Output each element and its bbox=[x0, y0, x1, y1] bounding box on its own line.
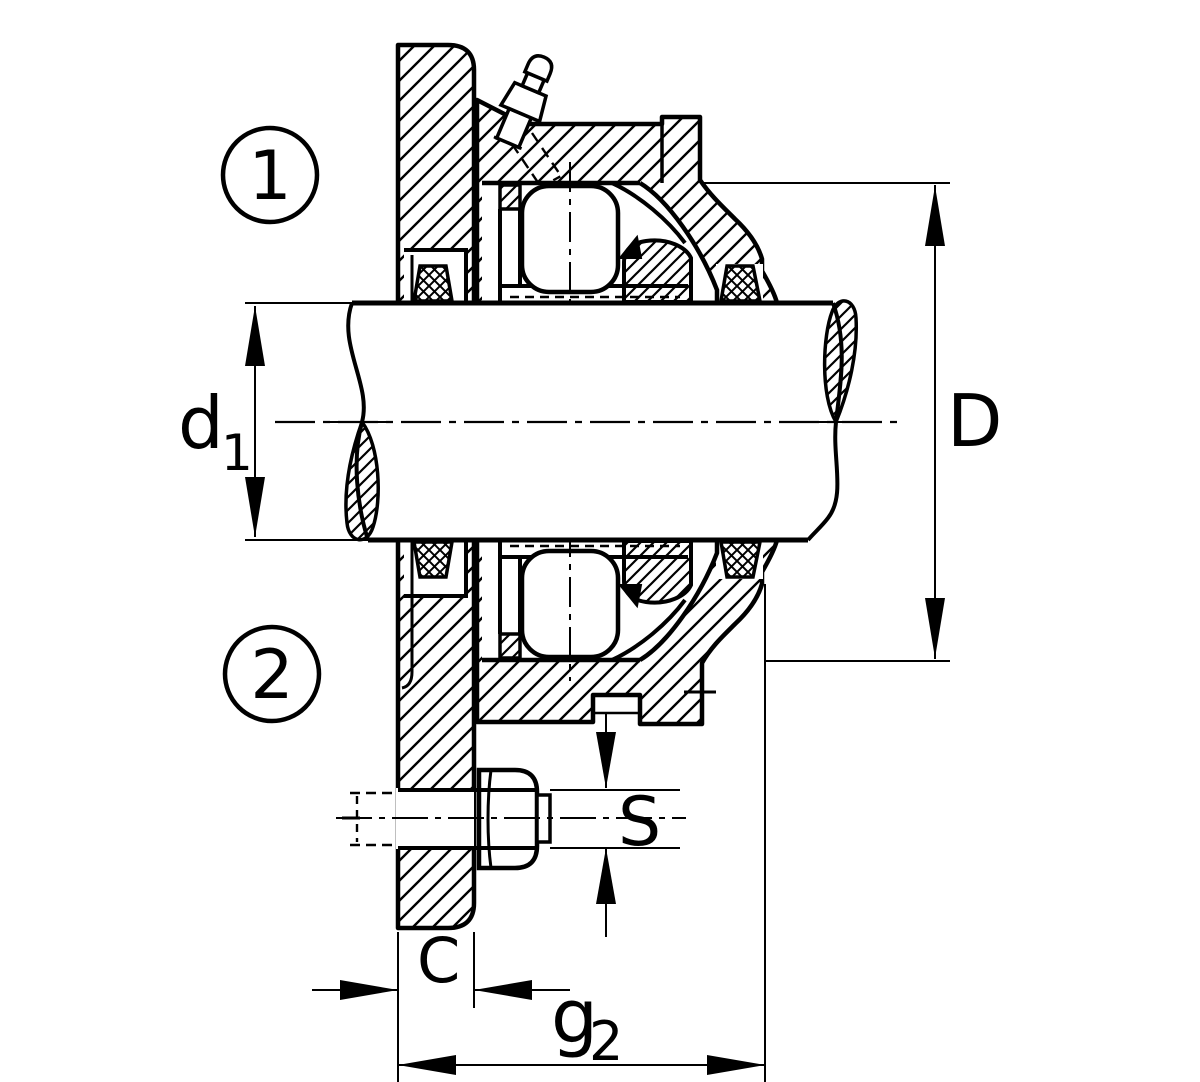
nipple-tip bbox=[522, 54, 554, 84]
label-g2-sub: 2 bbox=[589, 1010, 623, 1073]
label-d1-sub: 1 bbox=[221, 424, 253, 482]
dimension-D bbox=[704, 182, 950, 662]
callout-1-circle bbox=[220, 125, 320, 225]
nipple-seat bbox=[493, 135, 523, 150]
callout-1: 1 bbox=[220, 125, 320, 225]
mounting-bolt bbox=[336, 767, 686, 871]
label-S: S bbox=[618, 783, 661, 862]
outer-ring-land-top bbox=[498, 183, 522, 211]
label-C: C bbox=[417, 924, 460, 997]
shaft-break-sliver-right bbox=[822, 299, 859, 426]
dimension-S bbox=[550, 713, 680, 937]
callout-2-number: 2 bbox=[250, 636, 293, 715]
flange-recess-edge bbox=[401, 255, 414, 690]
label-g2-base: g bbox=[551, 974, 598, 1060]
label-d1-base: d bbox=[178, 381, 224, 465]
collar-setscrew-top bbox=[617, 234, 643, 259]
dimension-g2 bbox=[398, 584, 766, 1082]
labels: d 1 D S C g 2 bbox=[178, 379, 1002, 1073]
grease-nipple bbox=[493, 54, 554, 150]
inner-ring-shoulder-bottom bbox=[611, 598, 687, 662]
shaft bbox=[275, 299, 905, 543]
collar-setscrew-bottom bbox=[617, 584, 643, 609]
bearing-top bbox=[411, 162, 763, 318]
callout-2: 2 bbox=[222, 624, 322, 724]
callout-2-circle bbox=[222, 624, 322, 724]
dimension-C bbox=[312, 932, 570, 1082]
grease-drill-hidden bbox=[511, 132, 562, 189]
label-D: D bbox=[947, 379, 1002, 463]
inner-ring-shoulder-top bbox=[611, 181, 687, 245]
dimension-d1 bbox=[245, 302, 368, 541]
dimensions bbox=[245, 182, 950, 1082]
spherical-seat-top bbox=[638, 181, 720, 301]
outer-ring-land-bottom bbox=[498, 632, 522, 660]
spherical-seat-bottom bbox=[638, 542, 720, 662]
callout-1-number: 1 bbox=[248, 137, 291, 216]
bolt-head-facet-curve bbox=[486, 769, 493, 869]
